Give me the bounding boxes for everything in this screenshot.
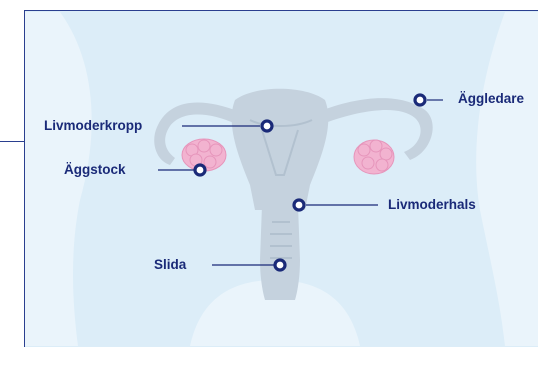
uterus-diagram [154,89,432,300]
label-cervix: Livmoderhals [388,197,476,213]
marker-cervix [294,200,304,210]
ovary-right [354,140,394,174]
label-vagina: Slida [154,257,186,273]
label-ovary: Äggstock [64,162,126,178]
label-uterus-body: Livmoderkropp [44,118,142,134]
label-fallopian-tube: Äggledare [458,91,524,107]
marker-ovary [195,165,205,175]
marker-vagina [275,260,285,270]
marker-uterus-body [262,121,272,131]
marker-fallopian-tube [415,95,425,105]
